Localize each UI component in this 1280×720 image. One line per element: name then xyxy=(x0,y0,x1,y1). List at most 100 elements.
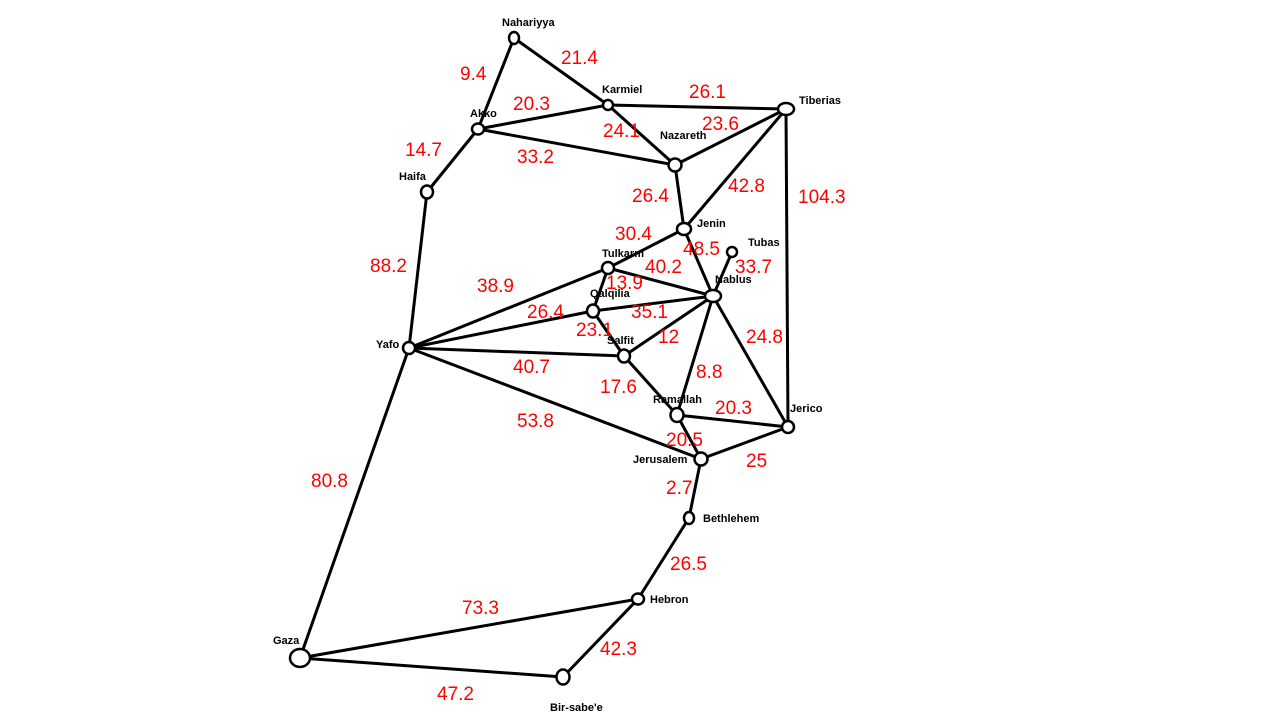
road-nazareth-jenin xyxy=(673,163,686,231)
road-jenin-tiberias xyxy=(682,107,788,231)
road-akko-nazareth xyxy=(476,127,677,167)
city-node-nahariyya xyxy=(507,30,521,46)
city-node-tubas xyxy=(725,245,739,259)
city-label-nazareth: Nazareth xyxy=(660,130,707,142)
road-hebron-bir-sabe-e xyxy=(561,597,640,679)
city-label-ramallah: Ramallah xyxy=(653,394,702,406)
city-node-karmiel xyxy=(601,98,615,112)
road-salfit-nablus xyxy=(622,294,715,358)
city-node-nazareth xyxy=(667,157,683,173)
city-node-hebron xyxy=(630,592,646,606)
distance-label-tiberias-jerico: 104.3 xyxy=(798,187,846,208)
distance-label-yafo-tulkarm: 38.9 xyxy=(477,276,514,297)
road-tulkarm-nablus xyxy=(606,266,715,298)
city-label-salfit: Salfit xyxy=(607,335,634,347)
city-label-qalqilia: Qalqilia xyxy=(590,288,631,300)
distance-label-nablus-jerico: 24.8 xyxy=(746,327,783,348)
distance-label-yafo-salfit: 40.7 xyxy=(513,357,550,378)
road-yafo-jerusalem xyxy=(407,346,703,461)
distance-label-karmiel-tiberias: 26.1 xyxy=(689,82,726,103)
road-yafo-salfit xyxy=(407,346,626,358)
road-nablus-ramallah xyxy=(675,294,715,417)
distance-label-nablus-ramallah: 8.8 xyxy=(696,362,722,383)
city-label-jenin: Jenin xyxy=(697,218,726,230)
road-yafo-tulkarm xyxy=(407,266,610,350)
road-haifa-yafo xyxy=(407,190,429,350)
distance-label-tulkarm-nablus: 40.2 xyxy=(645,257,682,278)
city-label-bethlehem: Bethlehem xyxy=(703,513,759,525)
city-label-gaza: Gaza xyxy=(273,635,300,647)
road-salfit-ramallah xyxy=(622,354,679,417)
road-nahariyya-karmiel xyxy=(512,36,610,107)
distance-label-salfit-ramallah: 17.6 xyxy=(600,377,637,398)
road-yafo-gaza xyxy=(298,346,411,660)
city-node-qalqilia xyxy=(585,303,601,319)
road-nazareth-tiberias xyxy=(673,107,788,167)
road-gaza-bir-sabe-e xyxy=(298,656,565,679)
road-qalqilia-nablus xyxy=(591,294,715,313)
distance-label-gaza-hebron: 73.3 xyxy=(462,598,499,619)
road-tubas-nablus xyxy=(711,250,734,298)
road-ramallah-jerico xyxy=(675,413,790,429)
distance-label-karmiel-nazareth: 24.1 xyxy=(603,121,640,142)
distance-label-yafo-qalqilia: 26.4 xyxy=(527,302,564,323)
distance-label-nahariyya-akko: 9.4 xyxy=(460,64,487,85)
city-label-jerico: Jerico xyxy=(790,403,823,415)
city-node-haifa xyxy=(419,184,435,200)
city-label-nahariyya: Nahariyya xyxy=(502,17,555,29)
road-akko-haifa xyxy=(425,127,480,194)
city-node-ramallah xyxy=(669,406,685,424)
distance-label-yafo-jerusalem: 53.8 xyxy=(517,411,554,432)
city-node-jerico xyxy=(780,419,796,435)
distance-label-qalqilia-salfit: 23.1 xyxy=(576,320,613,341)
road-edges xyxy=(298,36,790,679)
distance-label-bethlehem-hebron: 26.5 xyxy=(670,554,707,575)
distance-label-salfit-nablus: 12 xyxy=(658,327,679,348)
distance-label-nahariyya-karmiel: 21.4 xyxy=(561,48,598,69)
road-bethlehem-hebron xyxy=(636,516,691,601)
road-jenin-nablus xyxy=(682,227,715,298)
distance-label-jenin-nablus: 48.5 xyxy=(683,239,720,260)
distance-label-jenin-tiberias: 42.8 xyxy=(728,176,765,197)
road-tiberias-jerico xyxy=(784,107,790,429)
city-label-tiberias: Tiberias xyxy=(799,95,841,107)
city-label-yafo: Yafo xyxy=(376,339,400,351)
road-yafo-qalqilia xyxy=(407,309,595,350)
road-karmiel-nazareth xyxy=(606,103,677,167)
city-node-bethlehem xyxy=(682,510,696,526)
distance-label-akko-nazareth: 33.2 xyxy=(517,147,554,168)
city-node-bir-sabe-e xyxy=(555,668,571,686)
distance-label-haifa-yafo: 88.2 xyxy=(370,256,407,277)
city-label-hebron: Hebron xyxy=(650,594,689,606)
city-node-jerusalem xyxy=(693,451,709,467)
distance-label-tubas-nablus: 33.7 xyxy=(735,257,772,278)
distance-label-akko-haifa: 14.7 xyxy=(405,140,442,161)
distance-label-qalqilia-nablus: 35.1 xyxy=(631,302,668,323)
city-nodes xyxy=(288,30,796,686)
distance-label-gaza-bir-sabe-e: 47.2 xyxy=(437,684,474,705)
road-gaza-hebron xyxy=(298,597,640,660)
city-label-akko: Akko xyxy=(470,108,497,120)
road-jenin-tulkarm xyxy=(606,227,686,270)
city-node-akko xyxy=(470,122,486,136)
distance-label-tulkarm-qalqilia: 13.9 xyxy=(606,273,643,294)
city-node-nablus xyxy=(703,288,723,304)
distance-label-jerusalem-bethlehem: 2.7 xyxy=(666,478,692,499)
city-node-jenin xyxy=(675,221,693,237)
city-node-tiberias xyxy=(776,101,796,117)
city-node-salfit xyxy=(616,348,632,364)
distance-label-hebron-bir-sabe-e: 42.3 xyxy=(600,639,637,660)
distance-label-nazareth-jenin: 26.4 xyxy=(632,186,669,207)
city-label-haifa: Haifa xyxy=(399,171,427,183)
city-node-tulkarm xyxy=(600,260,616,276)
city-label-karmiel: Karmiel xyxy=(602,84,642,96)
distance-label-jerusalem-jerico: 25 xyxy=(746,451,767,472)
city-node-gaza xyxy=(288,647,312,669)
city-label-jerusalem: Jerusalem xyxy=(633,454,688,466)
road-jerusalem-jerico xyxy=(699,425,790,461)
road-jerusalem-bethlehem xyxy=(687,457,703,520)
road-akko-karmiel xyxy=(476,103,610,131)
